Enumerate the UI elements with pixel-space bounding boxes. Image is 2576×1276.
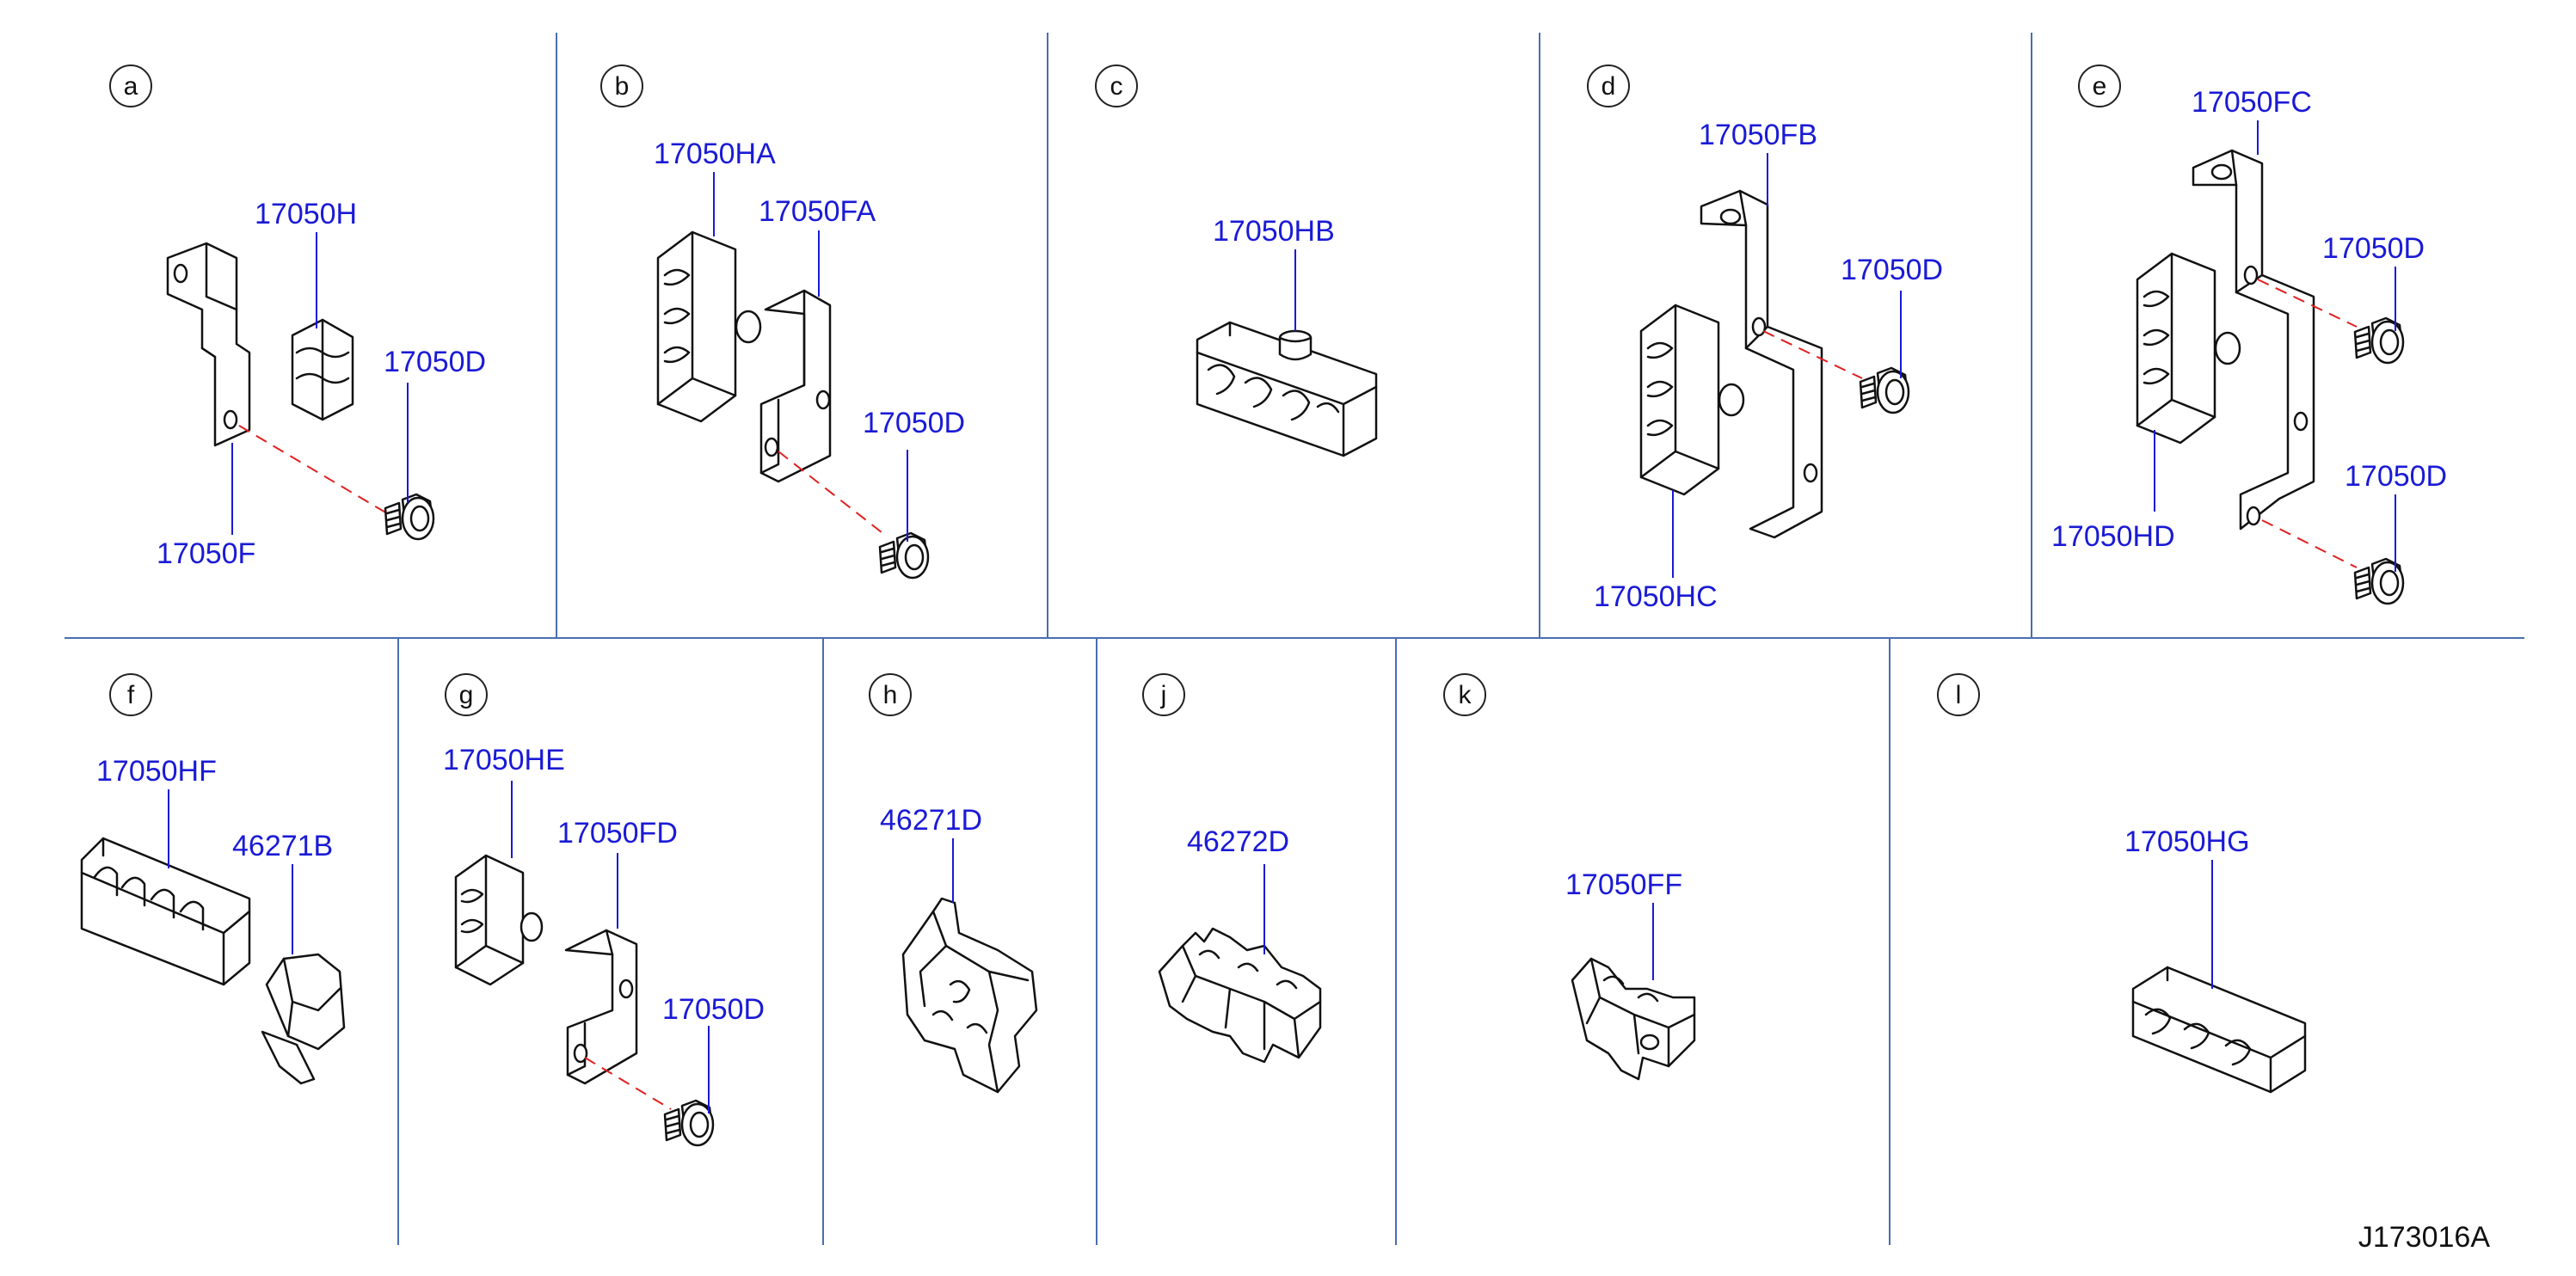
panel-g: g 17050HE 17050FD 17050D — [443, 673, 765, 1147]
panel-dividers — [65, 33, 2524, 1245]
panel-e: e 17050FC 17050D 17050D 17050HD — [2051, 64, 2447, 605]
clip-illustration — [656, 230, 762, 423]
part-label: 17050FB — [1699, 119, 1817, 151]
panel-letter: f — [127, 681, 135, 709]
part-label: 17050HA — [654, 138, 776, 170]
panel-letter: b — [615, 72, 630, 101]
bolt-icon — [384, 493, 435, 541]
panel-letter: l — [1956, 681, 1962, 709]
panel-letter: h — [883, 681, 898, 709]
panel-j: j 46272D — [1142, 673, 1322, 1064]
panel-l: l 17050HG — [1937, 673, 2307, 1094]
panel-letter-circle — [109, 64, 152, 107]
part-label: 46271D — [880, 804, 982, 837]
panel-c: c 17050HB — [1095, 64, 1378, 457]
panel-letter: k — [1459, 681, 1472, 709]
panel-h: h 46271D — [869, 673, 1038, 1094]
part-label: 17050HE — [443, 744, 565, 776]
panel-letter: g — [459, 681, 474, 709]
part-label: 17050F — [157, 537, 255, 570]
retainer-illustration — [1571, 957, 1696, 1081]
panel-letter: d — [1602, 72, 1616, 101]
part-label: 17050FA — [759, 195, 876, 228]
panel-d: d 17050FB 17050D 17050HC — [1587, 64, 1943, 613]
diagram-reference-code: J173016A — [2358, 1221, 2490, 1254]
part-label: 17050HD — [2051, 520, 2175, 553]
clip-illustration — [2136, 252, 2241, 445]
panel-a: a 17050H 17050D 17050F — [109, 64, 486, 570]
panel-letter: e — [2093, 72, 2107, 101]
clip-illustration — [454, 854, 544, 986]
retainer-illustration — [261, 953, 346, 1085]
part-label: 17050FF — [1565, 868, 1682, 901]
part-label: 17050D — [2322, 232, 2425, 265]
bracket-illustration — [2192, 149, 2315, 531]
part-label: 17050HC — [1594, 580, 1718, 613]
panel-f: f 17050HF 46271B — [80, 673, 346, 1085]
part-label: 17050D — [1841, 254, 1943, 286]
retainer-illustration — [901, 897, 1038, 1094]
clip-illustration — [1639, 304, 1745, 496]
panel-letter: a — [124, 72, 138, 101]
part-label: 46272D — [1187, 825, 1289, 858]
panel-letter: j — [1160, 681, 1167, 709]
part-label: 17050D — [863, 407, 965, 439]
part-label: 46271B — [232, 830, 333, 862]
clip-illustration — [291, 318, 354, 421]
part-label: 17050FD — [557, 817, 678, 850]
part-label: 17050HG — [2124, 825, 2250, 858]
part-label: 17050D — [662, 993, 765, 1026]
clip-illustration — [80, 837, 251, 986]
retainer-illustration — [1158, 927, 1322, 1064]
part-label: 17050H — [255, 198, 357, 230]
bracket-illustration — [1700, 189, 1823, 539]
bracket-illustration — [564, 929, 638, 1085]
panel-k: k 17050FF — [1443, 673, 1696, 1081]
clip-illustration — [2131, 966, 2307, 1094]
part-label: 17050HB — [1213, 215, 1335, 248]
bolt-icon — [663, 1099, 715, 1147]
part-label: 17050FC — [2192, 86, 2312, 119]
bracket-illustration — [759, 289, 832, 483]
part-label: 17050D — [384, 346, 486, 378]
panel-b: b 17050HA 17050FA 17050D — [600, 64, 965, 580]
bolt-icon — [878, 531, 930, 580]
panel-letter: c — [1110, 72, 1123, 101]
clip-illustration — [1196, 321, 1378, 457]
part-label: 17050HF — [96, 755, 217, 788]
bracket-illustration — [166, 242, 251, 447]
part-label: 17050D — [2345, 460, 2447, 493]
